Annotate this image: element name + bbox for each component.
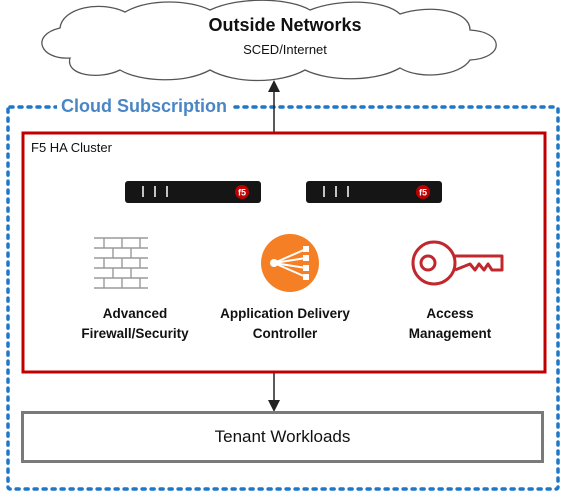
adc-caption-line1: Application Delivery bbox=[220, 306, 350, 321]
cloud-subscription-border bbox=[6, 105, 560, 491]
access-management-caption-line2: Management bbox=[408, 326, 492, 341]
cloud-subscription-label: Cloud Subscription bbox=[57, 96, 231, 117]
outside-networks-subtitle: SCED/Internet bbox=[243, 42, 327, 57]
firewall-icon bbox=[94, 237, 148, 289]
firewall-caption-line1: Advanced bbox=[102, 306, 168, 321]
firewall-caption-line2: Firewall/Security bbox=[81, 326, 189, 341]
access-management-caption: Access Management bbox=[370, 304, 530, 344]
svg-text:f5: f5 bbox=[238, 188, 246, 198]
outside-networks-cloud bbox=[41, 0, 497, 82]
access-management-caption-line1: Access bbox=[426, 306, 474, 321]
svg-text:f5: f5 bbox=[419, 188, 427, 198]
f5-appliance-2: f5 bbox=[306, 181, 442, 203]
firewall-caption: Advanced Firewall/Security bbox=[50, 304, 220, 344]
tenant-workloads-box: Tenant Workloads bbox=[21, 411, 544, 463]
f5-appliance-1: f5 bbox=[125, 181, 261, 203]
outside-networks-title: Outside Networks bbox=[208, 15, 362, 35]
load-balancer-icon bbox=[261, 234, 319, 292]
key-icon bbox=[411, 240, 504, 286]
adc-caption-line2: Controller bbox=[252, 326, 318, 341]
adc-caption: Application Delivery Controller bbox=[200, 304, 370, 344]
f5-ha-cluster-label: F5 HA Cluster bbox=[31, 140, 112, 155]
tenant-workloads-label: Tenant Workloads bbox=[214, 427, 351, 446]
f5-ha-cluster-box bbox=[21, 131, 547, 374]
